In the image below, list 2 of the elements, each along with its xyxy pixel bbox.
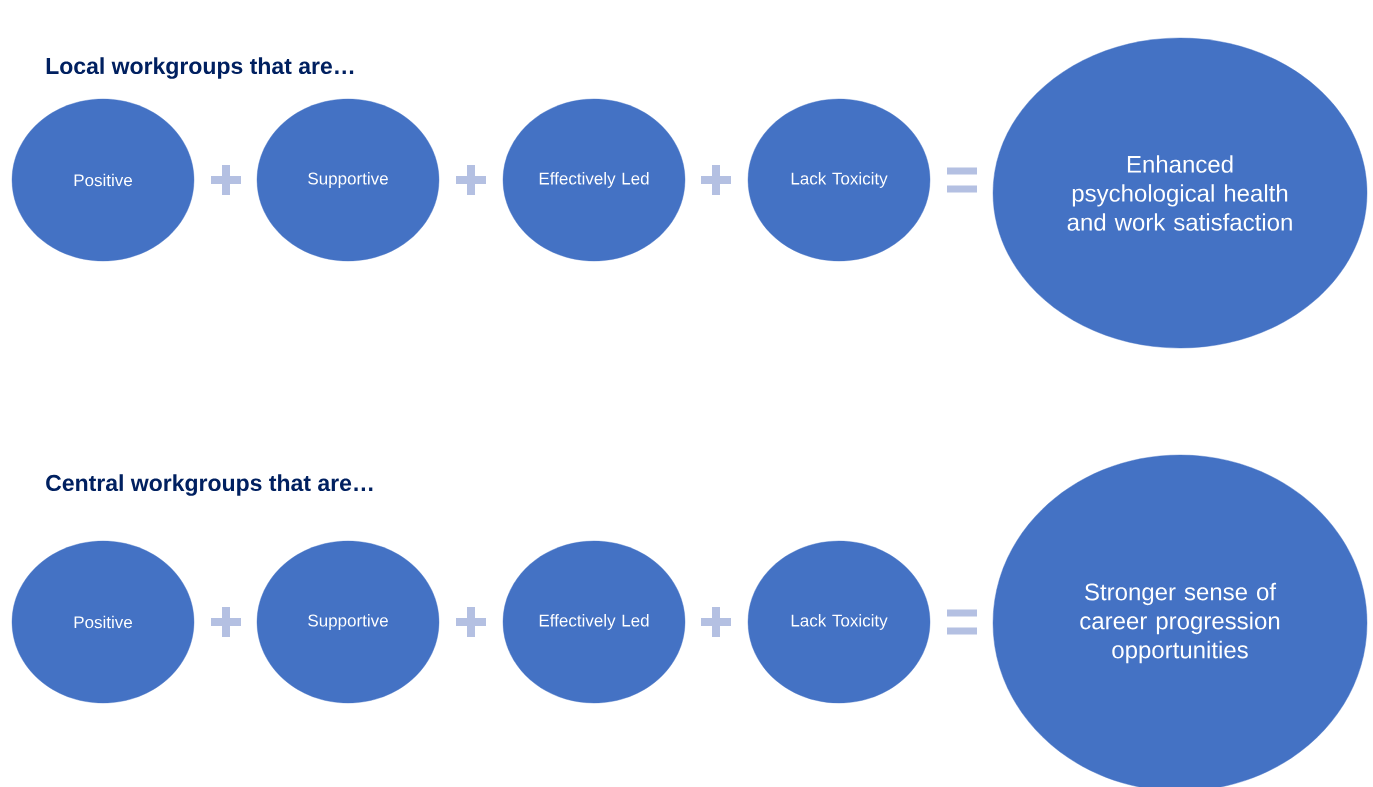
heading: Central workgroups that are… [46, 474, 373, 496]
heading: Local workgroups that are… [46, 57, 354, 79]
